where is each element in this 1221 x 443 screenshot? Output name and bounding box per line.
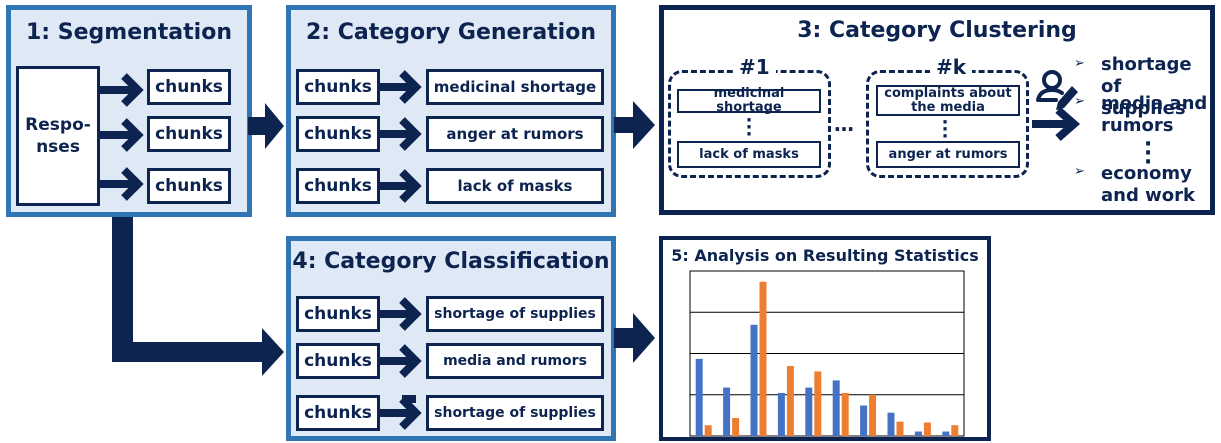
flow-arrow-4-5 (614, 313, 655, 363)
category-classification-title: 4: Category Classification (292, 249, 610, 274)
cluster-1-vertical-ellipsis: ··· (745, 110, 753, 145)
arrow-bullet-icon: ➢ (1074, 94, 1085, 109)
cls-category-box-1: shortage of supplies (426, 296, 604, 332)
category-generation-title: 2: Category Generation (306, 20, 596, 45)
cluster-1-item-1: medicinal shortage (677, 87, 821, 115)
cluster-1-label: #1 (733, 55, 776, 79)
flow-arrow-1-2 (248, 103, 284, 149)
analysis-panel: 5: Analysis on Resulting Statistics (659, 236, 991, 441)
outputs-vertical-ellipsis: ··· (1143, 132, 1153, 175)
chunk-box-2: chunks (147, 116, 231, 152)
category-clustering-title: 3: Category Clustering (797, 18, 1077, 43)
clusters-ellipsis: … (834, 112, 854, 136)
flow-arrow-2-3 (614, 101, 655, 149)
arrow-bullet-icon: ➢ (1074, 164, 1085, 179)
cluster-1-item-2: lack of masks (677, 141, 821, 168)
cluster-k-item-2: anger at rumors (876, 141, 1020, 168)
gen-chunk-box-3: chunks (296, 168, 380, 204)
gen-chunk-box-2: chunks (296, 116, 380, 152)
segmentation-title: 1: Segmentation (26, 20, 232, 45)
cluster-k-vertical-ellipsis: ··· (941, 112, 949, 147)
cls-chunk-box-2: chunks (296, 343, 380, 379)
cls-chunk-box-3: chunks (296, 395, 380, 431)
gen-chunk-box-1: chunks (296, 69, 380, 105)
responses-box: Respo- nses (16, 66, 100, 206)
gen-category-box-3: lack of masks (426, 168, 604, 204)
flow-arrow-1-4 (112, 217, 284, 376)
cluster-k-item-1: complaints about the media (876, 85, 1020, 116)
cls-chunk-box-1: chunks (296, 296, 380, 332)
cluster-k-label: #k (930, 55, 973, 79)
gen-category-box-1: medicinal shortage (426, 69, 604, 105)
analysis-title: 5: Analysis on Resulting Statistics (671, 246, 979, 265)
output-category-2: media and rumors (1101, 93, 1208, 136)
arrow-bullet-icon: ➢ (1074, 56, 1085, 71)
chunk-box-1: chunks (147, 69, 231, 105)
cls-category-box-2: media and rumors (426, 343, 604, 379)
gen-category-box-2: anger at rumors (426, 116, 604, 152)
chunk-box-3: chunks (147, 168, 231, 204)
output-category-1: shortage of supplies (1101, 54, 1192, 119)
cls-category-box-3: shortage of supplies (426, 395, 604, 431)
output-category-3: economy and work (1101, 163, 1195, 206)
